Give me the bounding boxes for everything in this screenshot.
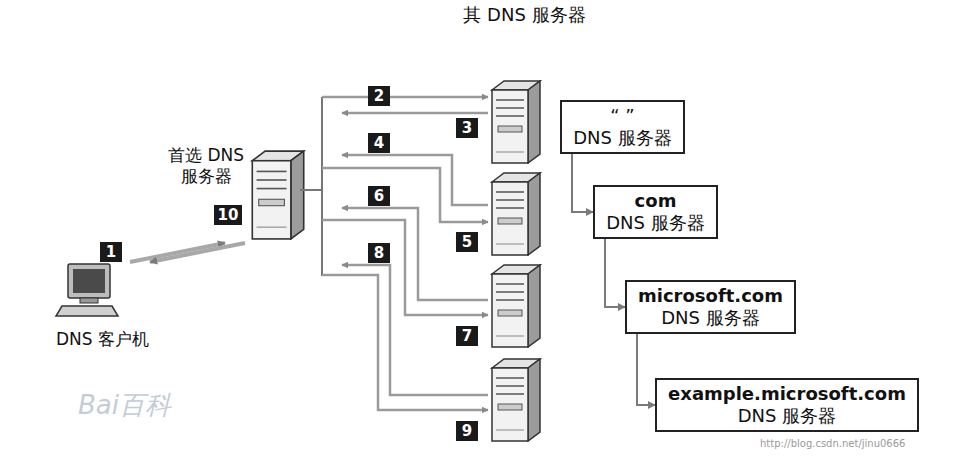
- dns-server-box: microsoft.comDNS 服务器: [625, 280, 796, 334]
- node-text: DNS 服务器: [572, 127, 673, 149]
- server-icon: [492, 81, 540, 163]
- server-icon: [492, 265, 540, 347]
- callout-number: 8: [368, 243, 390, 263]
- callout-number: 1: [100, 242, 122, 262]
- dns-server-box: example.microsoft.comDNS 服务器: [655, 378, 919, 432]
- dns-server-box: comDNS 服务器: [593, 185, 718, 239]
- node-title: microsoft.com: [637, 285, 784, 307]
- server-node: 首选 DNS 服务器: [160, 143, 310, 243]
- callout-number: 4: [368, 133, 390, 153]
- node-text: DNS 服务器: [667, 405, 907, 427]
- connector: [150, 243, 245, 262]
- node-title: 首选 DNS 服务器: [160, 145, 252, 187]
- callout-number: 2: [368, 86, 390, 106]
- connector: [637, 334, 655, 405]
- node-title: “ ”: [572, 105, 673, 127]
- connector: [130, 243, 225, 262]
- computer-icon: [56, 264, 118, 316]
- connector: [572, 154, 593, 212]
- callout-number: 7: [456, 326, 478, 346]
- query-arrows: [322, 97, 488, 410]
- callout-number: 6: [368, 186, 390, 206]
- bracket-line: [300, 97, 322, 276]
- server-icon: [492, 359, 540, 441]
- dns-server-box: “ ”DNS 服务器: [560, 100, 685, 154]
- watermark-url: http://blog.csdn.net/jinu0666: [760, 438, 905, 449]
- callout-number: 10: [214, 205, 242, 225]
- node-title: com: [605, 190, 706, 212]
- node-text: DNS 服务器: [605, 212, 706, 234]
- watermark: Bai百科: [78, 388, 171, 423]
- node-title: example.microsoft.com: [667, 383, 907, 405]
- group-label: 其 DNS 服务器: [462, 4, 587, 25]
- node-text: DNS 服务器: [637, 307, 784, 329]
- connector: [605, 239, 625, 307]
- client-node: DNS 客户机: [35, 262, 170, 350]
- server-icon: [492, 173, 540, 255]
- callout-number: 5: [456, 232, 478, 252]
- server-icon: [252, 151, 303, 239]
- node-title: DNS 客户机: [56, 328, 149, 350]
- callout-number: 3: [456, 118, 478, 138]
- callout-number: 9: [456, 421, 478, 441]
